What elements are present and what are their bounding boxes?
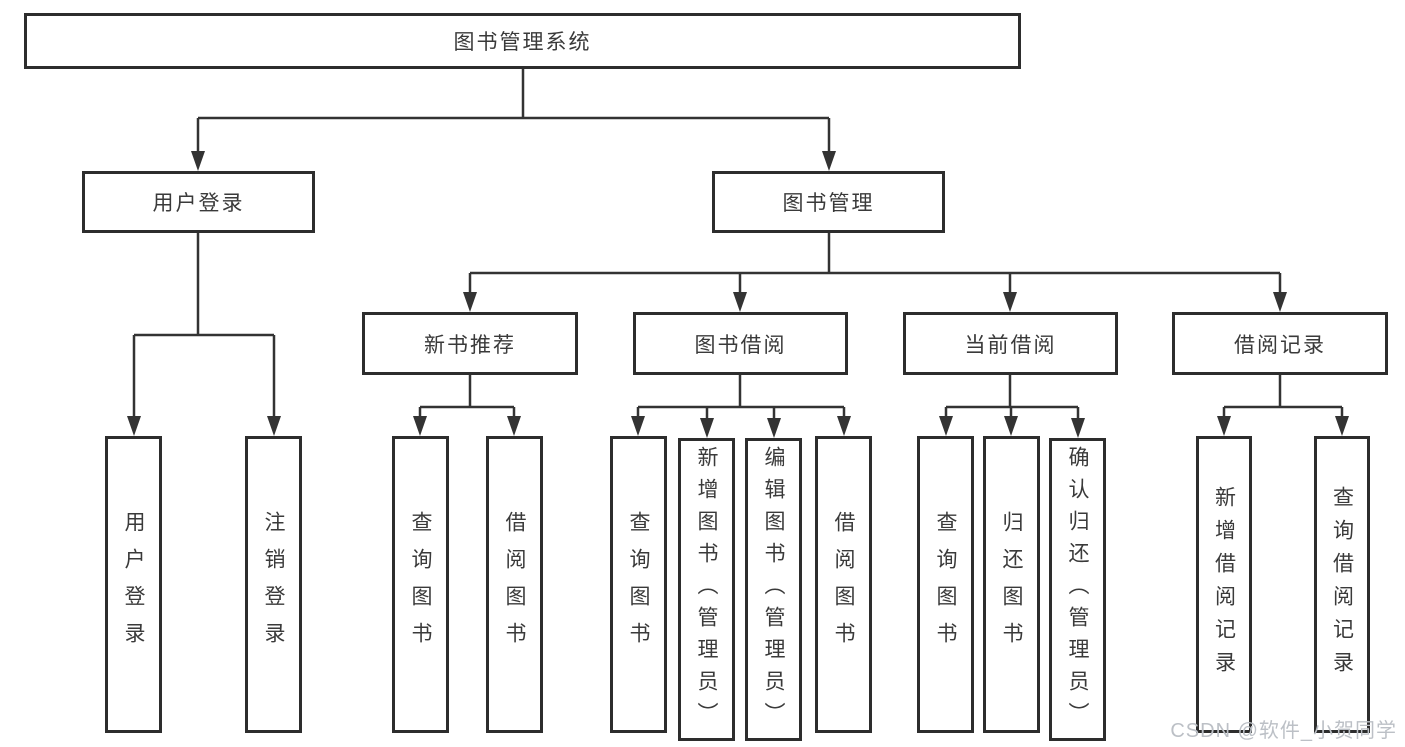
- leaf-borrow-books-borrowing-label: 借阅图书: [832, 510, 855, 659]
- leaf-confirm-return-admin: 确认归还（管理员）: [1049, 438, 1106, 741]
- leaf-add-book-admin-label: 新增图书（管理员）: [695, 445, 718, 734]
- node-user-login: 用户登录: [82, 171, 315, 233]
- leaf-query-books-borrowing: 查询图书: [610, 436, 667, 733]
- node-root-label: 图书管理系统: [453, 31, 592, 54]
- leaf-query-books-recommend-label: 查询图书: [409, 510, 432, 659]
- leaf-logout-label: 注销登录: [262, 510, 285, 659]
- leaf-add-borrow-record: 新增借阅记录: [1196, 436, 1252, 733]
- leaf-user-login: 用户登录: [105, 436, 162, 733]
- leaf-user-login-label: 用户登录: [122, 510, 145, 659]
- leaf-edit-book-admin: 编辑图书（管理员）: [745, 438, 802, 741]
- leaf-add-book-admin: 新增图书（管理员）: [678, 438, 735, 741]
- leaf-borrow-books-recommend: 借阅图书: [486, 436, 543, 733]
- leaf-logout: 注销登录: [245, 436, 302, 733]
- leaf-query-borrow-record: 查询借阅记录: [1314, 436, 1370, 733]
- node-root: 图书管理系统: [24, 13, 1021, 69]
- leaf-query-books-borrowing-label: 查询图书: [627, 510, 650, 659]
- leaf-query-books-current-label: 查询图书: [934, 510, 957, 659]
- csdn-watermark: CSDN @软件_小贺同学: [1170, 720, 1397, 742]
- leaf-borrow-books-borrowing: 借阅图书: [815, 436, 872, 733]
- node-book-borrowing: 图书借阅: [633, 312, 848, 375]
- leaf-return-book: 归还图书: [983, 436, 1040, 733]
- leaf-query-books-recommend: 查询图书: [392, 436, 449, 733]
- node-user-login-label: 用户登录: [152, 192, 245, 215]
- leaf-query-books-current: 查询图书: [917, 436, 974, 733]
- leaf-edit-book-admin-label: 编辑图书（管理员）: [762, 445, 785, 734]
- leaf-query-borrow-record-label: 查询借阅记录: [1330, 485, 1354, 684]
- node-book-borrowing-label: 图书借阅: [694, 333, 787, 357]
- node-book-management-label: 图书管理: [782, 192, 875, 215]
- leaf-return-book-label: 归还图书: [1000, 510, 1023, 659]
- node-current-borrowing: 当前借阅: [903, 312, 1118, 375]
- leaf-borrow-books-recommend-label: 借阅图书: [503, 510, 526, 659]
- node-new-book-recommend: 新书推荐: [362, 312, 578, 375]
- leaf-confirm-return-admin-label: 确认归还（管理员）: [1066, 445, 1089, 734]
- node-new-book-recommend-label: 新书推荐: [424, 333, 516, 357]
- node-book-management: 图书管理: [712, 171, 945, 233]
- node-borrow-records-label: 借阅记录: [1234, 333, 1326, 357]
- node-borrow-records: 借阅记录: [1172, 312, 1388, 375]
- node-current-borrowing-label: 当前借阅: [964, 333, 1057, 357]
- leaf-add-borrow-record-label: 新增借阅记录: [1212, 485, 1236, 684]
